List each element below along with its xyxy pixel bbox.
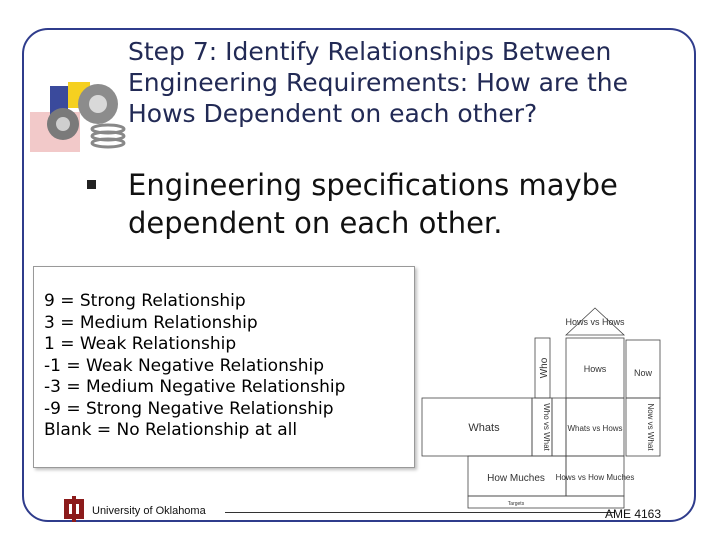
now-vs-what-label: Now vs What (646, 403, 655, 451)
course-code: AME 4163 (605, 507, 662, 521)
house-of-quality-diagram: Hows vs Hows Who Hows Now Whats Who vs W… (421, 307, 661, 509)
whats-vs-hows-label: Whats vs Hows (567, 424, 622, 433)
hows-label: Hows (584, 364, 607, 374)
title-line: Engineering Requirements: How are the (128, 68, 629, 97)
bullet-line: Engineering specifications maybe (128, 168, 618, 202)
legend-item: 1 = Weak Relationship (44, 334, 237, 354)
title-line: Hows Dependent on each other? (128, 99, 538, 128)
slide-title: Step 7: Identify Relationships Between E… (128, 36, 688, 129)
gears-logo-icon (30, 82, 126, 152)
legend-item: -9 = Strong Negative Relationship (44, 398, 334, 419)
roof-triangle (564, 307, 626, 336)
legend-item: -1 = Weak Negative Relationship (44, 355, 324, 376)
ou-logo-icon (64, 496, 84, 522)
now-vs-what-box (625, 397, 661, 457)
bullet-point: Engineering specifications maybe depende… (128, 166, 688, 242)
roof-label: Hows vs Hows (565, 317, 625, 327)
bullet-line: dependent on each other. (128, 206, 503, 240)
footer-divider (225, 512, 615, 513)
slide-frame (22, 28, 696, 522)
who-label: Who (539, 357, 550, 378)
targets-label: Targets (508, 501, 525, 507)
legend-item: 9 = Strong Relationship (44, 291, 246, 311)
university-name: University of Oklahoma (92, 505, 206, 517)
legend-item: Blank = No Relationship at all (44, 420, 298, 440)
how-muches-label: How Muches (487, 473, 545, 484)
bullet-square-icon (87, 180, 96, 189)
whats-label: Whats (468, 422, 500, 434)
now-label: Now (634, 368, 653, 378)
title-line: Step 7: Identify Relationships Between (128, 37, 612, 66)
relationship-legend: 9 = Strong Relationship 3 = Medium Relat… (33, 266, 415, 468)
spacer-box (551, 397, 567, 457)
hows-vs-how-muches-label: Hows vs How Muches (556, 473, 635, 482)
legend-item: -3 = Medium Negative Relationship (44, 377, 346, 397)
targets-box (467, 495, 625, 509)
who-vs-what-label: Who vs What (542, 403, 551, 451)
legend-item: 3 = Medium Relationship (44, 312, 258, 333)
